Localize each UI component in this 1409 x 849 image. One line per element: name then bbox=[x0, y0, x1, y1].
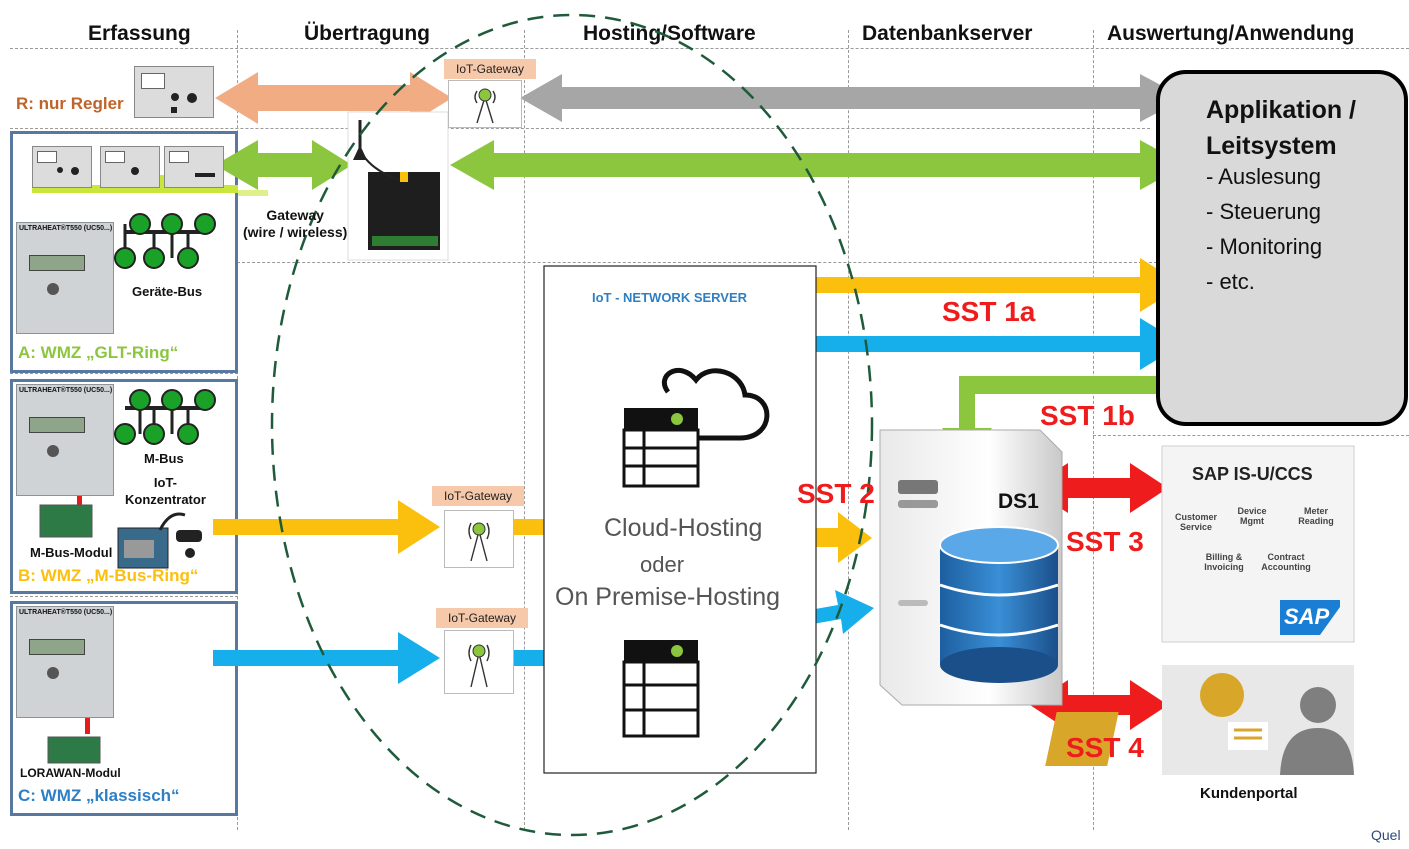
cloud-hosting-text: Cloud-Hosting bbox=[604, 514, 763, 542]
arrow-sst1a-yellow bbox=[785, 258, 1183, 312]
column-header-erfassung: Erfassung bbox=[88, 22, 191, 45]
source-footer: Quel bbox=[1371, 827, 1401, 843]
iot-konzentrator-icon bbox=[117, 512, 202, 569]
sap-cell-device-mgmt: Device Mgmt bbox=[1237, 506, 1267, 526]
arrow-r-orange bbox=[215, 72, 452, 124]
iot-gateway-tag-c: IoT-Gateway bbox=[436, 608, 528, 628]
sst1a-label: SST 1a bbox=[942, 296, 1036, 327]
row-divider-2 bbox=[237, 262, 1157, 263]
iot-gateway-r bbox=[448, 80, 522, 128]
column-divider-2 bbox=[524, 30, 525, 830]
application-box bbox=[1156, 70, 1408, 426]
hosting-dashed-ellipse bbox=[270, 13, 874, 837]
arrow-a-green-right bbox=[450, 140, 1185, 190]
cloud-icon bbox=[661, 367, 770, 441]
sap-cell-contract-accounting: Contract Accounting bbox=[1261, 552, 1311, 572]
arrow-b-yellow-1 bbox=[213, 500, 440, 554]
sst4-label: SST 4 bbox=[1066, 732, 1144, 763]
row-divider-3 bbox=[10, 373, 238, 374]
column-header-datenbankserver: Datenbankserver bbox=[862, 22, 1033, 45]
meter-title: ULTRAHEAT®T550 (UC50...) bbox=[19, 225, 113, 232]
sap-title: SAP IS-U/CCS bbox=[1192, 464, 1313, 484]
row-label-r: R: nur Regler bbox=[16, 94, 124, 113]
sap-cell-customer-service: Customer Service bbox=[1174, 512, 1217, 532]
row-divider-1 bbox=[10, 128, 1150, 129]
geraete-bus-label: Geräte-Bus bbox=[132, 284, 203, 299]
application-item-etc: - etc. bbox=[1206, 269, 1255, 294]
ds1-label: DS1 bbox=[998, 490, 1039, 513]
arrow-sst3-red bbox=[1030, 463, 1168, 513]
sap-logo-shape bbox=[1280, 600, 1340, 635]
column-header-hosting: Hosting/Software bbox=[583, 22, 756, 45]
row-divider-4 bbox=[10, 596, 238, 597]
iot-konzentrator-label: IoT- Konzentrator bbox=[125, 475, 206, 507]
on-premise-hosting-text: On Premise-Hosting bbox=[555, 583, 781, 611]
column-divider-3 bbox=[848, 30, 849, 830]
lorawan-modul-icon bbox=[47, 736, 101, 764]
regler-device-a1 bbox=[32, 146, 92, 188]
m-bus-modul-icon bbox=[39, 504, 93, 538]
arrow-sst1a-blue bbox=[785, 318, 1183, 370]
kundenportal-label: Kundenportal bbox=[1200, 785, 1298, 802]
iot-gateway-c bbox=[444, 630, 514, 694]
wired-gateway-device-icon bbox=[347, 111, 449, 261]
server-stack-icon-top bbox=[622, 408, 700, 488]
heat-meter-b: ULTRAHEAT®T550 (UC50...) bbox=[16, 384, 114, 496]
row-label-b: B: WMZ „M-Bus-Ring“ bbox=[18, 566, 199, 585]
lorawan-modul-label: LORAWAN-Modul bbox=[20, 766, 121, 780]
server-stack-icon-bottom bbox=[622, 640, 700, 738]
geraete-bus-icon bbox=[114, 213, 216, 269]
sst3-label: SST 3 bbox=[1066, 526, 1144, 557]
application-item-steuerung: - Steuerung bbox=[1206, 199, 1321, 224]
antenna-tower-icon bbox=[468, 522, 490, 562]
iot-gateway-b bbox=[444, 510, 514, 568]
regler-device-r bbox=[134, 66, 214, 118]
m-bus-modul-label: M-Bus-Modul bbox=[30, 545, 113, 560]
application-item-auslesung: - Auslesung bbox=[1206, 164, 1321, 189]
heat-meter-c: ULTRAHEAT®T550 (UC50...) bbox=[16, 606, 114, 718]
iot-gateway-tag-r: IoT-Gateway bbox=[444, 59, 536, 79]
antenna-tower-icon bbox=[468, 644, 490, 688]
regler-device-a2 bbox=[100, 146, 160, 188]
iot-gateway-tag-b: IoT-Gateway bbox=[432, 486, 524, 506]
m-bus-icon bbox=[114, 389, 216, 445]
database-cylinder-icon bbox=[939, 526, 1059, 683]
row-divider-5 bbox=[1093, 435, 1409, 436]
column-header-auswertung: Auswertung/Anwendung bbox=[1107, 22, 1355, 45]
application-item-monitoring: - Monitoring bbox=[1206, 234, 1323, 259]
row-label-c: C: WMZ „klassisch“ bbox=[18, 786, 180, 805]
sap-logo-text: SAP bbox=[1284, 604, 1330, 629]
header-divider bbox=[10, 48, 1409, 49]
regler-device-a3 bbox=[164, 146, 224, 188]
meter-title: ULTRAHEAT®T550 (UC50...) bbox=[19, 387, 113, 394]
sst2-label: SST 2 bbox=[797, 478, 875, 509]
sap-cell-billing-invoicing: Billing & Invoicing bbox=[1204, 552, 1244, 572]
column-header-uebertragung: Übertragung bbox=[304, 22, 430, 45]
sst1b-label: SST 1b bbox=[1040, 400, 1135, 431]
sap-cell-meter-reading: Meter Reading bbox=[1298, 506, 1334, 526]
arrow-a-green-left bbox=[215, 140, 352, 190]
heat-meter-a: ULTRAHEAT®T550 (UC50...) bbox=[16, 222, 114, 334]
arrow-r-grey bbox=[520, 74, 1185, 122]
customer-portal-icon bbox=[1045, 665, 1354, 775]
meter-title: ULTRAHEAT®T550 (UC50...) bbox=[19, 609, 113, 616]
arrow-b-yellow-3 bbox=[787, 512, 872, 563]
m-bus-label: M-Bus bbox=[144, 451, 184, 466]
iot-network-server-title: IoT - NETWORK SERVER bbox=[592, 290, 748, 305]
application-title: Applikation / Leitsystem bbox=[1206, 96, 1356, 160]
oder-text: oder bbox=[640, 552, 685, 577]
arrow-c-blue-1 bbox=[213, 632, 440, 684]
row-label-a: A: WMZ „GLT-Ring“ bbox=[18, 343, 179, 362]
column-divider-4 bbox=[1093, 30, 1094, 830]
antenna-tower-icon bbox=[474, 88, 496, 124]
wired-gateway-label: Gateway (wire / wireless) bbox=[243, 207, 348, 240]
